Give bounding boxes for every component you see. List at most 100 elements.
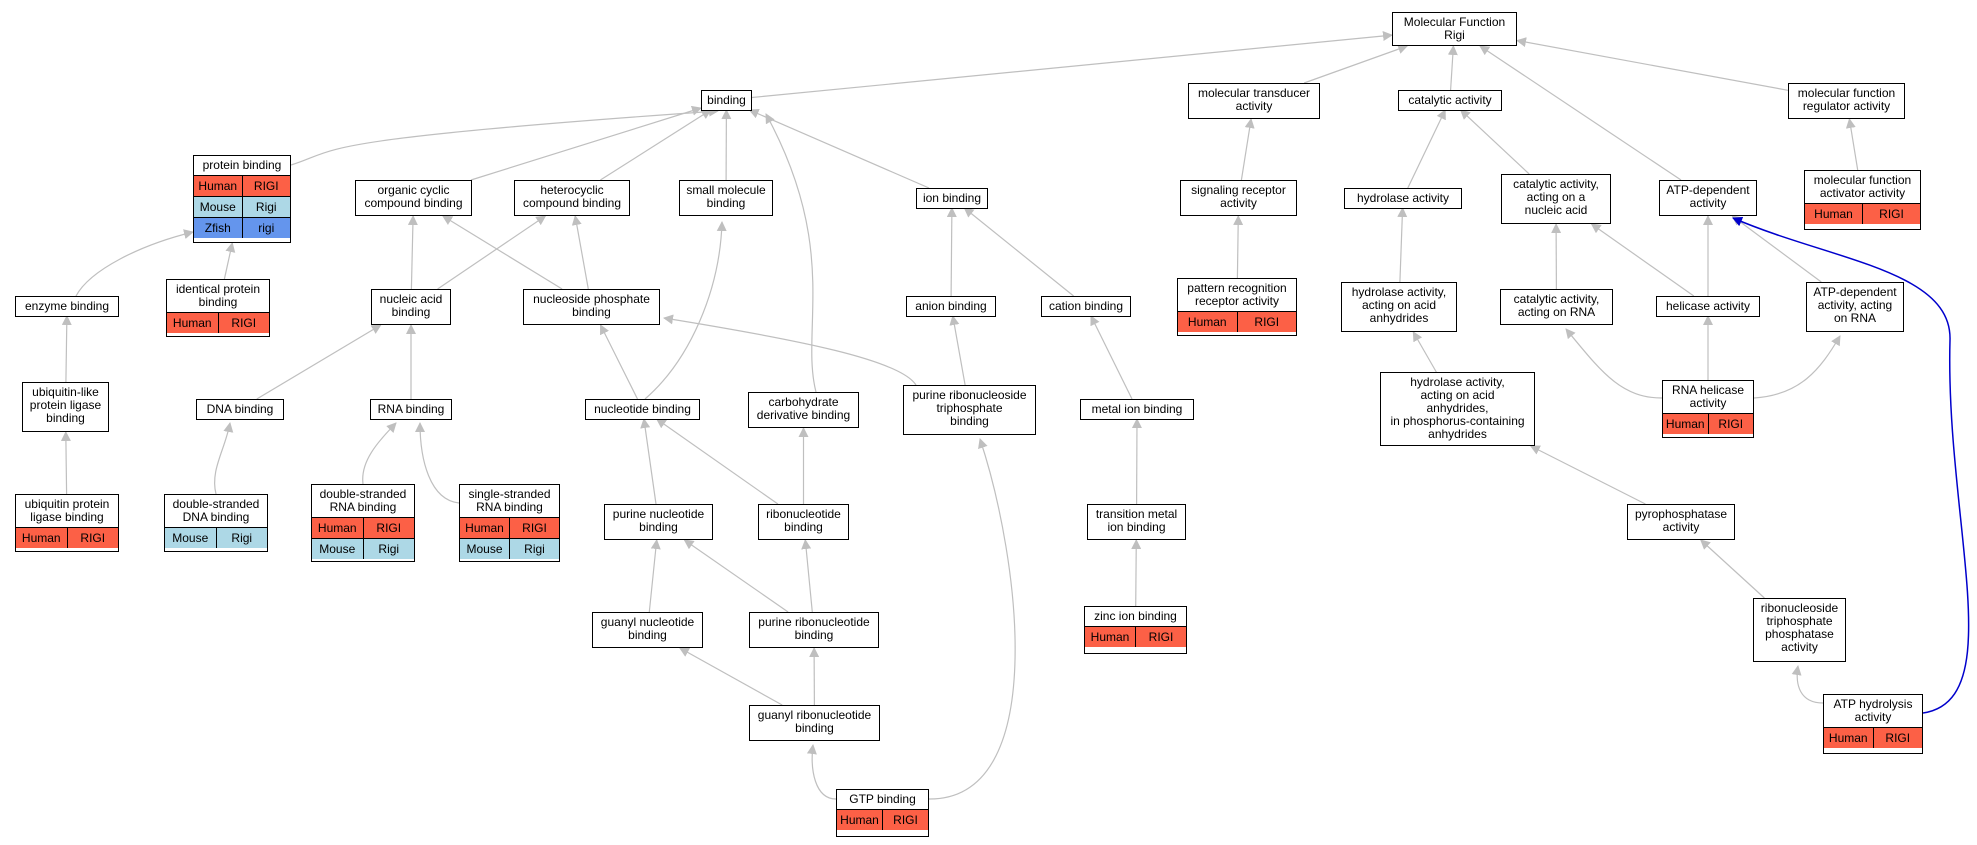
node-rna-binding[interactable]: RNA binding [370, 399, 452, 420]
node-catalytic[interactable]: catalytic activity [1398, 90, 1502, 111]
edge-ds_dna-to-dna_binding [214, 422, 234, 495]
node-cat-rna[interactable]: catalytic activity, acting on RNA [1500, 289, 1613, 325]
edge-ion_binding-to-binding [748, 109, 930, 189]
gene-symbol: RIGI [241, 176, 291, 196]
gene-symbol: RIGI [362, 518, 415, 538]
edge-nucleotide_binding-to-small_molecule [644, 221, 727, 400]
species-label: Mouse [466, 542, 503, 556]
species-label: Mouse [199, 200, 236, 214]
gene-symbol: RIGI [1707, 414, 1754, 434]
node-atp-dep-rna[interactable]: ATP-dependent activity, acting on RNA [1806, 282, 1904, 332]
node-purine-ribonucleotide[interactable]: purine ribonucleotide binding [749, 612, 879, 648]
node-title: hydrolase activity [1356, 191, 1450, 205]
node-metal-ion[interactable]: metal ion binding [1080, 399, 1194, 420]
edge-nucleic_acid-to-organic_cyclic [407, 215, 418, 290]
node-title: guanyl nucleotide binding [600, 615, 695, 642]
node-nucleoside-phosphate[interactable]: nucleoside phosphate binding [523, 289, 660, 325]
node-title: RNA helicase activity [1671, 383, 1745, 410]
edge-nucleoside_phosphate-to-organic_cyclic [442, 215, 563, 290]
node-title: organic cyclic compound binding [364, 183, 463, 210]
edge-nucleic_acid-to-heterocyclic [437, 215, 547, 290]
gene-symbol: RIGI [1135, 627, 1186, 647]
gene-symbol: RIGI [509, 518, 559, 538]
species-label: Human [1665, 417, 1705, 431]
edge-binding-to-mf [751, 30, 1393, 99]
node-title: guanyl ribonucleotide binding [757, 708, 872, 735]
node-ion-binding[interactable]: ion binding [916, 188, 988, 209]
gene-symbol: RIGI [217, 313, 270, 333]
species-row-human: Human RIGI [460, 517, 559, 538]
node-mol-transducer[interactable]: molecular transducer activity [1188, 83, 1320, 119]
node-nucleotide-binding[interactable]: nucleotide binding [585, 399, 700, 420]
node-title: hydrolase activity, acting on acid anhyd… [1390, 375, 1525, 441]
node-transition-metal[interactable]: transition metal ion binding [1087, 504, 1186, 540]
node-binding[interactable]: binding [701, 90, 752, 111]
node-dna-binding[interactable]: DNA binding [196, 399, 284, 420]
node-anion-binding[interactable]: anion binding [906, 296, 996, 317]
node-title: catalytic activity, acting on RNA [1513, 292, 1600, 319]
node-title: double-stranded DNA binding [172, 497, 260, 524]
node-signaling-receptor[interactable]: signaling receptor activity [1180, 180, 1297, 216]
node-title: double-stranded RNA binding [319, 487, 407, 514]
node-ribo-tp-phosphatase[interactable]: ribonucleoside triphosphate phosphatase … [1753, 598, 1846, 662]
gene-symbol: RIGI [1236, 312, 1297, 332]
node-enzyme-binding[interactable]: enzyme binding [15, 296, 119, 317]
node-cat-nucleic[interactable]: catalytic activity, acting on a nucleic … [1501, 174, 1611, 224]
node-title: transition metal ion binding [1095, 507, 1178, 534]
node-heterocyclic[interactable]: heterocyclic compound binding [514, 180, 630, 216]
node-mf-regulator[interactable]: molecular function regulator activity [1788, 83, 1905, 119]
node-title: binding [707, 93, 746, 107]
node-nucleic-acid[interactable]: nucleic acid binding [371, 289, 451, 325]
node-title: molecular transducer activity [1197, 86, 1311, 113]
node-title: identical protein binding [175, 282, 261, 309]
node-carbohydrate[interactable]: carbohydrate derivative binding [748, 392, 859, 428]
node-small-molecule[interactable]: small molecule binding [679, 180, 773, 216]
edge-mol_transducer-to-mf [1303, 44, 1409, 84]
node-helicase[interactable]: helicase activity [1656, 296, 1760, 317]
node-guanyl-nucleotide[interactable]: guanyl nucleotide binding [592, 612, 703, 648]
species-label: Human [317, 521, 357, 535]
node-purine-ribo-tp[interactable]: purine ribonucleoside triphosphate bindi… [903, 385, 1036, 435]
node-ubiquitin-like[interactable]: ubiquitin-like protein ligase binding [22, 382, 109, 432]
node-guanyl-ribonucleotide[interactable]: guanyl ribonucleotide binding [749, 705, 880, 741]
node-hydrolase-anhydrides[interactable]: hydrolase activity, acting on acid anhyd… [1341, 282, 1457, 332]
node-purine-nucleotide[interactable]: purine nucleotide binding [604, 504, 713, 540]
node-title: DNA binding [206, 402, 274, 416]
node-title: hydrolase activity, acting on acid anhyd… [1351, 285, 1447, 325]
node-title: helicase activity [1665, 299, 1751, 313]
edge-ribo_tp_phosphatase-to-pyrophosphatase [1700, 539, 1765, 599]
edge-ubiquitin_protein-to-ubiquitin_like [60, 431, 71, 495]
node-pyrophosphatase[interactable]: pyrophosphatase activity [1627, 504, 1735, 540]
edge-zinc_ion-to-transition_metal [1131, 539, 1142, 607]
node-organic-cyclic[interactable]: organic cyclic compound binding [355, 180, 472, 216]
species-label: Human [465, 521, 504, 535]
node-title: ATP-dependent activity [1666, 183, 1750, 210]
node-hydrolase[interactable]: hydrolase activity [1344, 188, 1462, 209]
node-hydrolase-phospho[interactable]: hydrolase activity, acting on acid anhyd… [1380, 372, 1535, 446]
node-mf[interactable]: Molecular Function Rigi [1392, 12, 1517, 46]
node-title: single-stranded RNA binding [468, 487, 551, 514]
node-title: nucleic acid binding [379, 292, 443, 319]
node-atp-dependent[interactable]: ATP-dependent activity [1659, 180, 1757, 216]
edge-rna_helicase-to-cat_rna [1565, 328, 1663, 399]
node-ribonucleotide[interactable]: ribonucleotide binding [758, 504, 849, 540]
edge-pyrophosphatase-to-hydrolase_phospho [1529, 445, 1646, 505]
node-cation-binding[interactable]: cation binding [1041, 296, 1131, 317]
edge-atp_hydrolysis-to-ribo_tp_phosphatase [1791, 665, 1824, 704]
